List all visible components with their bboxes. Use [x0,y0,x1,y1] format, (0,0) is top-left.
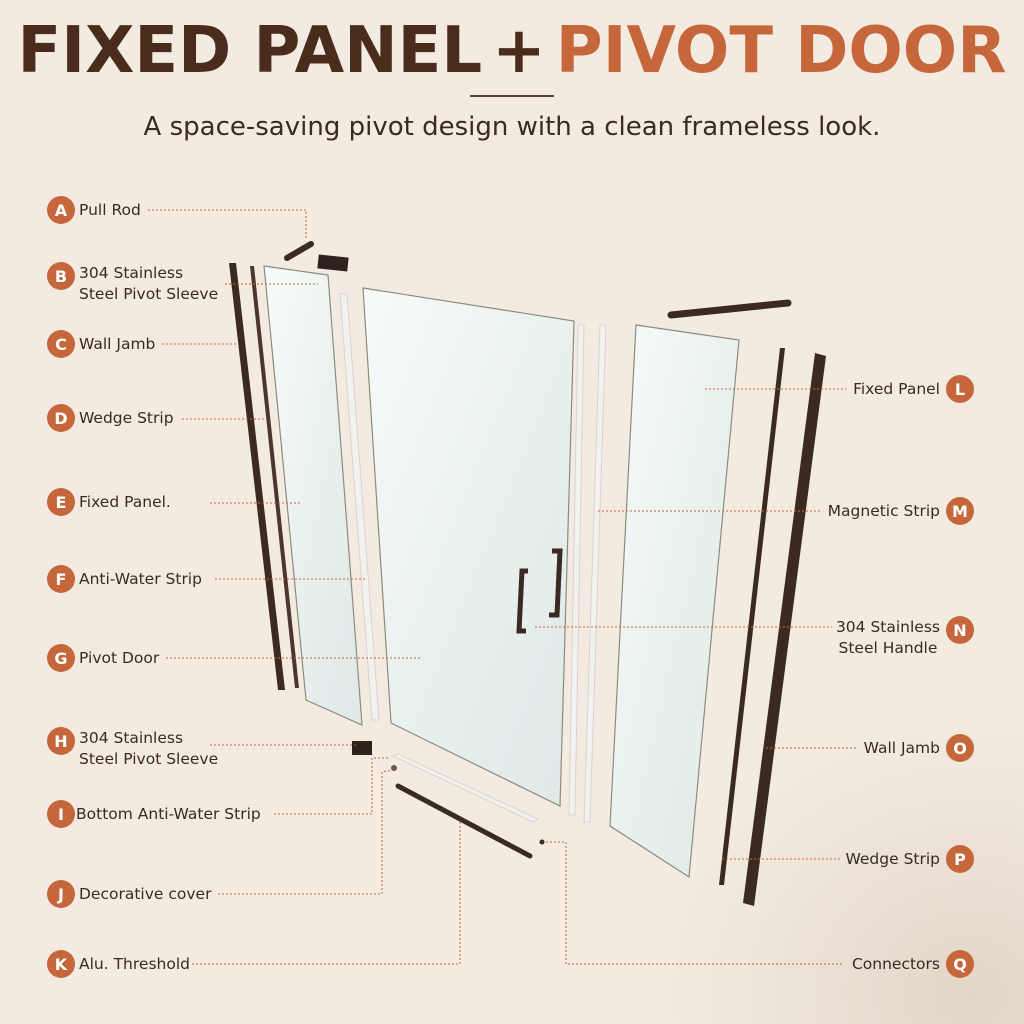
alu-threshold [395,783,533,859]
pull-rod [284,241,314,261]
label-text: Wall Jamb [79,334,156,353]
label-text: 304 Stainless [79,264,184,282]
right-wedge-strip [719,348,785,885]
title-plus: + [492,14,546,88]
badge-k: K [47,950,75,978]
label-text: Fixed Panel. [79,492,171,511]
label-bottom-anti-water-strip: I Bottom Anti-Water Strip [47,799,261,829]
label-left-wedge-strip: D Wedge Strip [47,403,174,433]
top-pivot-sleeve [317,254,349,272]
leader-J [218,769,393,895]
label-text-line2: Steel Pivot Sleeve [79,750,219,768]
left-fixed-panel [263,265,363,726]
badge-q: Q [946,950,974,978]
connector [539,839,545,845]
label-text: 304 Stainless [835,618,940,636]
label-pivot-door: G Pivot Door [47,643,159,673]
top-support-rod [667,299,792,319]
magnetic-strip-a [568,324,585,816]
label-right-wedge-strip: P Wedge Strip [845,844,974,874]
label-text: 304 Stainless [79,729,184,747]
label-text: Magnetic Strip [827,501,940,520]
label-text: Wedge Strip [79,408,174,427]
bottom-pivot-sleeve [352,741,372,755]
badge-m: M [946,497,974,525]
decorative-cover [391,765,397,771]
leader-Q [546,841,843,965]
subtitle: A space-saving pivot design with a clean… [143,112,881,142]
label-text: Connectors [851,954,940,973]
bottom-anti-water-strip [391,753,540,823]
badge-d: D [47,404,75,432]
title-part-pivot-door: PIVOT DOOR [555,14,1007,88]
anti-water-strip [339,293,380,721]
badge-i: I [47,800,75,828]
title-divider [470,95,554,97]
label-right-wall-jamb: O Wall Jamb [864,733,974,763]
label-connectors: Q Connectors [852,949,974,979]
pivot-door-glass [362,287,575,807]
label-text: Fixed Panel [853,379,940,398]
badge-b: B [47,262,75,290]
leader-I [274,757,388,815]
label-left-fixed-panel: E Fixed Panel. [47,487,171,517]
label-text: Alu. Threshold [79,954,190,973]
badge-e: E [47,488,75,516]
label-anti-water-strip: F Anti-Water Strip [47,564,202,594]
label-text: Decorative cover [79,884,212,903]
badge-c: C [47,330,75,358]
left-wedge-strip [250,266,299,688]
badge-j: J [47,880,75,908]
label-left-wall-jamb: C Wall Jamb [47,329,155,359]
label-magnetic-strip: M Magnetic Strip [828,496,974,526]
badge-a: A [47,196,75,224]
badge-h: H [47,727,75,755]
leader-A [148,209,307,240]
label-pull-rod: A Pull Rod [47,195,141,225]
label-decorative-cover: J Decorative cover [47,879,211,909]
page-title: FIXED PANEL+PIVOT DOOR [0,14,1024,88]
badge-p: P [946,845,974,873]
badge-n: N [946,616,974,644]
label-text: Wall Jamb [863,738,940,757]
badge-o: O [946,734,974,762]
label-text: Pivot Door [79,648,160,667]
label-text: Pull Rod [79,200,141,219]
label-alu-threshold: K Alu. Threshold [47,949,190,979]
label-text: Wedge Strip [845,849,940,868]
label-text: Anti-Water Strip [79,569,202,588]
label-right-fixed-panel: L Fixed Panel [853,374,974,404]
label-text: Bottom Anti-Water Strip [76,804,261,823]
badge-g: G [47,644,75,672]
magnetic-strip-b [583,324,607,823]
title-part-fixed-panel: FIXED PANEL [17,14,483,88]
label-text-line2: Steel Handle [838,639,938,657]
right-fixed-panel [609,324,740,879]
right-wall-jamb [743,353,826,906]
leader-K [192,822,461,965]
label-text-line2: Steel Pivot Sleeve [79,285,219,303]
badge-f: F [47,565,75,593]
badge-l: L [946,375,974,403]
door-handle [516,548,563,634]
left-wall-jamb [229,263,285,690]
